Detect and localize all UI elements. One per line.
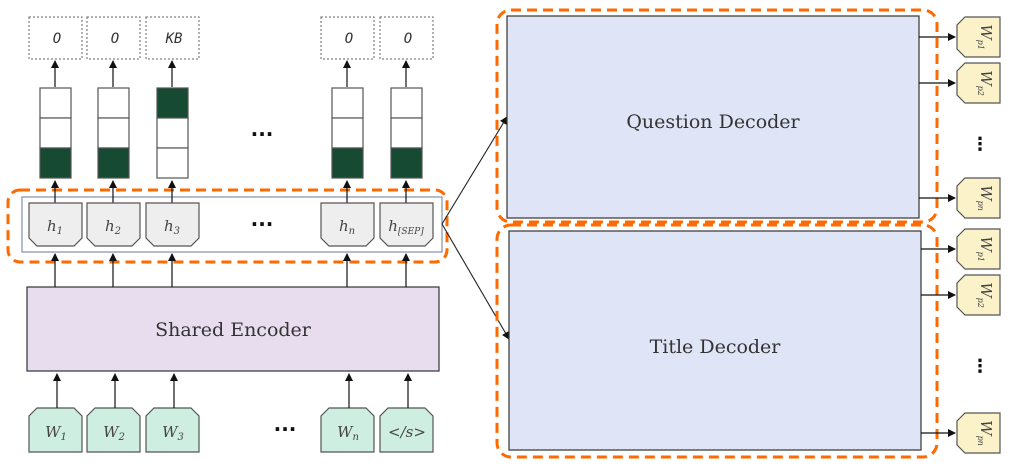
question-output-vertical-ellipsis: ⋮ [971,134,989,155]
title-output-token: Wp1 [921,228,1001,270]
bar-cell [97,87,130,119]
question-decoder-box [506,15,920,219]
title-output-token: Wpn [921,412,1001,454]
output-token-box [956,16,1001,58]
word-ellipsis: ... [274,412,297,436]
question-decoder: Question Decoder [495,8,939,224]
bar-cell [39,87,72,119]
bar-cell-active [390,147,423,179]
sep-to-title-decoder-arrow [441,223,510,340]
hidden-state-box [379,202,434,247]
word-label: </s> [388,423,426,441]
bar-cell-active [331,147,364,179]
title-decoder-label: Title Decoder [650,336,782,358]
shared-encoder-box [26,286,440,372]
output-token-box [956,228,1001,270]
sep-to-question-decoder-arrow [441,116,508,225]
bar-cell-active [39,147,72,179]
bar-cell [156,147,189,179]
title-output-vertical-ellipsis: ⋮ [971,356,989,377]
bar-cell [331,87,364,119]
tag-ellipsis: ... [251,117,274,141]
output-token-box [956,177,1001,219]
question-output-token: Wpn [919,177,1001,219]
title-decoder-highlight [495,223,939,459]
bar-cell [39,117,72,149]
question-output-token: Wp1 [919,16,1001,58]
tag-box [86,16,141,60]
token-column: Oh[SEP]</s> [379,16,434,453]
tag-label: O [53,31,61,47]
tag-box [320,16,375,60]
bar-cell [156,117,189,149]
tag-label: KB [165,31,183,47]
bar-cell-active [97,147,130,179]
tag-label: O [111,31,119,47]
title-output-token: Wp2 [921,274,1001,316]
bar-cell [390,87,423,119]
tag-label: O [404,31,412,47]
shared-encoder: Shared Encoder [26,286,440,372]
tag-box [145,16,200,60]
hidden-states-container [21,196,443,253]
hidden-state-box [28,202,83,247]
tag-box [379,16,434,60]
shared-encoder-label: Shared Encoder [155,319,312,341]
word-box [86,407,141,453]
output-token-box [956,62,1001,104]
word-box [379,407,434,453]
bar-cell [331,117,364,149]
hidden-states-highlight [6,188,449,264]
hidden-state-box [320,202,375,247]
question-decoder-label: Question Decoder [626,111,800,133]
hidden-state-box [145,202,200,247]
output-token-box [956,412,1001,454]
tag-box [28,16,83,60]
output-token-box [956,274,1001,316]
bar-cell [390,117,423,149]
word-box [320,407,375,453]
word-box [28,407,83,453]
bar-cell-active [156,87,189,119]
bar-cell [97,117,130,149]
word-box [145,407,200,453]
question-output-token: Wp2 [919,62,1001,104]
title-decoder: Title Decoder [495,223,939,459]
hidden-ellipsis: ... [251,207,274,231]
title-decoder-box [508,230,922,451]
hidden-state-box [86,202,141,247]
tag-label: O [345,31,353,47]
